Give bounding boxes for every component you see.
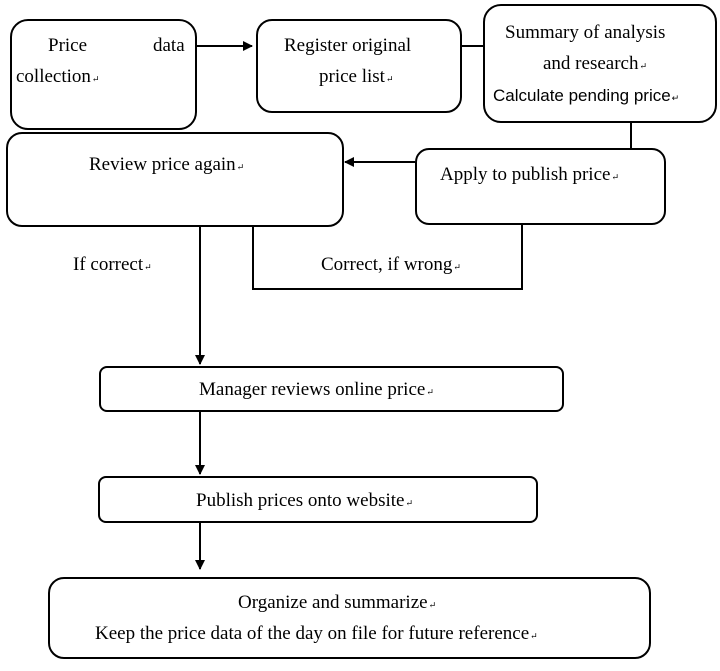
node-organize-summarize bbox=[48, 577, 651, 659]
node-register-price-list-line2: price list↵ bbox=[319, 66, 394, 87]
node-summary-line3: Calculate pending price↵ bbox=[493, 86, 680, 105]
node-price-data-collection bbox=[10, 19, 197, 130]
paragraph-mark: ↵ bbox=[671, 93, 680, 103]
paragraph-mark: ↵ bbox=[144, 262, 152, 272]
paragraph-mark: ↵ bbox=[428, 600, 437, 610]
paragraph-mark: ↵ bbox=[236, 162, 245, 172]
paragraph-mark: ↵ bbox=[426, 387, 434, 397]
node-price-data-collection-line2: collection↵ bbox=[16, 66, 100, 87]
node-manager-reviews-label: Manager reviews online price↵ bbox=[199, 379, 434, 400]
node-organize-line2: Keep the price data of the day on file f… bbox=[95, 623, 538, 644]
paragraph-mark: ↵ bbox=[453, 262, 461, 272]
node-review-price-again bbox=[6, 132, 344, 227]
paragraph-mark: ↵ bbox=[530, 631, 538, 641]
paragraph-mark: ↵ bbox=[385, 74, 394, 84]
paragraph-mark: ↵ bbox=[405, 498, 413, 508]
node-register-price-list bbox=[256, 19, 462, 113]
node-apply-publish-price-label: Apply to publish price↵ bbox=[440, 164, 619, 185]
node-register-price-list-line1: Register original bbox=[284, 35, 412, 56]
node-manager-reviews bbox=[99, 366, 564, 412]
edge-label-if-correct: If correct↵ bbox=[73, 254, 152, 275]
node-apply-publish-price bbox=[415, 148, 666, 225]
node-review-price-again-label: Review price again↵ bbox=[89, 154, 245, 175]
node-price-data-collection-word2: data bbox=[153, 35, 185, 56]
node-publish-website bbox=[98, 476, 538, 523]
arrow-review-to-apply-correction bbox=[252, 194, 527, 290]
paragraph-mark: ↵ bbox=[91, 74, 100, 84]
paragraph-mark: ↵ bbox=[639, 61, 648, 71]
node-summary-line2: and research↵ bbox=[543, 53, 648, 74]
node-summary-analysis bbox=[483, 4, 717, 123]
edge-label-correct-if-wrong: Correct, if wrong↵ bbox=[321, 254, 461, 275]
node-summary-line1: Summary of analysis bbox=[505, 22, 666, 43]
paragraph-mark: ↵ bbox=[611, 172, 619, 182]
node-organize-line1: Organize and summarize↵ bbox=[238, 592, 437, 613]
node-publish-website-label: Publish prices onto website↵ bbox=[196, 490, 413, 511]
node-price-data-collection-word1: Price bbox=[48, 35, 88, 56]
